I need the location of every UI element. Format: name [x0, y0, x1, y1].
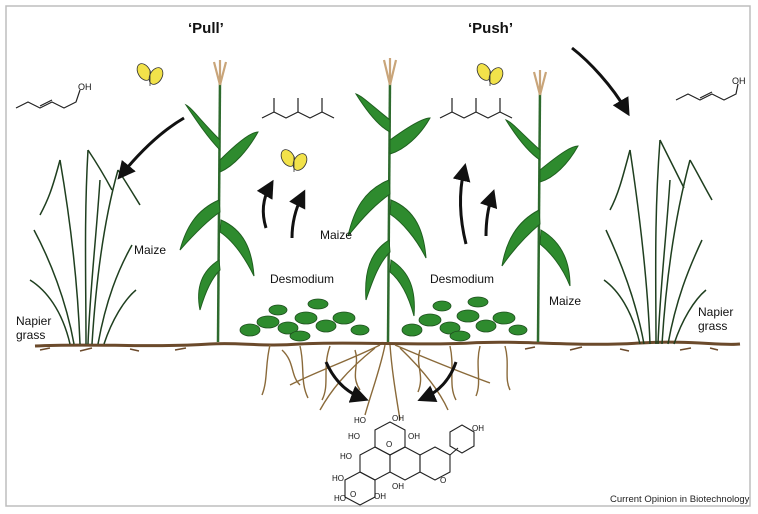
arrows: [117, 46, 630, 403]
up-arrow-4: [480, 189, 498, 237]
up-arrow-2: [289, 189, 306, 239]
root-system: [261, 344, 511, 421]
figure-border: [5, 5, 751, 507]
o-label-2: O: [440, 476, 447, 485]
ho-label-3: HO: [332, 474, 344, 483]
up-arrow-3: [452, 162, 471, 245]
soil-surface: [34, 340, 741, 348]
napier-grass-left-label: Napier grass: [16, 314, 52, 342]
maize-center: [347, 58, 431, 343]
maize-right-label: Maize: [549, 294, 582, 308]
oh-label-left: OH: [78, 82, 92, 92]
oh-label-7: OH: [408, 432, 420, 441]
volatile-left: [15, 89, 81, 109]
oh-label-9: OH: [392, 482, 404, 491]
o-label-1: O: [386, 440, 393, 449]
pull-title: ‘Pull’: [188, 20, 224, 37]
ho-label-4: HO: [334, 494, 346, 503]
ho-label-2: HO: [340, 452, 352, 461]
terpene-right: [439, 98, 513, 119]
root-arrow-left: [324, 361, 369, 403]
napier-grass-left: [29, 149, 141, 345]
flavonoid-oh-label: OH: [472, 424, 484, 433]
desmodium-left-label: Desmodium: [270, 272, 335, 286]
volatile-right: [675, 83, 739, 101]
o-label-3: O: [350, 490, 357, 499]
napier-grass-right-label: Napier grass: [698, 305, 734, 333]
moth-left: [136, 63, 164, 86]
push-title: ‘Push’: [468, 20, 514, 37]
soil-texture: [39, 346, 719, 352]
terpene-center: [261, 98, 335, 119]
maize-left: [179, 60, 259, 343]
moth-center: [280, 149, 308, 172]
napier-grass-right: [603, 139, 713, 345]
desmodium-right-label: Desmodium: [430, 272, 495, 286]
ho-label-1: HO: [348, 432, 360, 441]
oh-label-right: OH: [732, 76, 746, 86]
ho-label-5: HO: [354, 416, 366, 425]
maize-left-label: Maize: [134, 243, 167, 257]
oh-label-6: OH: [392, 414, 404, 423]
push-arrow: [571, 46, 630, 117]
oh-label-8: OH: [374, 492, 386, 501]
root-arrow-right: [417, 361, 458, 403]
moth-right: [476, 63, 504, 86]
maize-center-label: Maize: [320, 228, 353, 242]
flavonoid-structure: [344, 421, 475, 506]
desmodium-right: [401, 296, 528, 342]
up-arrow-1: [256, 179, 274, 229]
pull-arrow: [117, 116, 185, 180]
maize-right: [501, 70, 579, 343]
credit-text: Current Opinion in Biotechnology: [610, 494, 750, 505]
desmodium-left: [239, 298, 370, 342]
